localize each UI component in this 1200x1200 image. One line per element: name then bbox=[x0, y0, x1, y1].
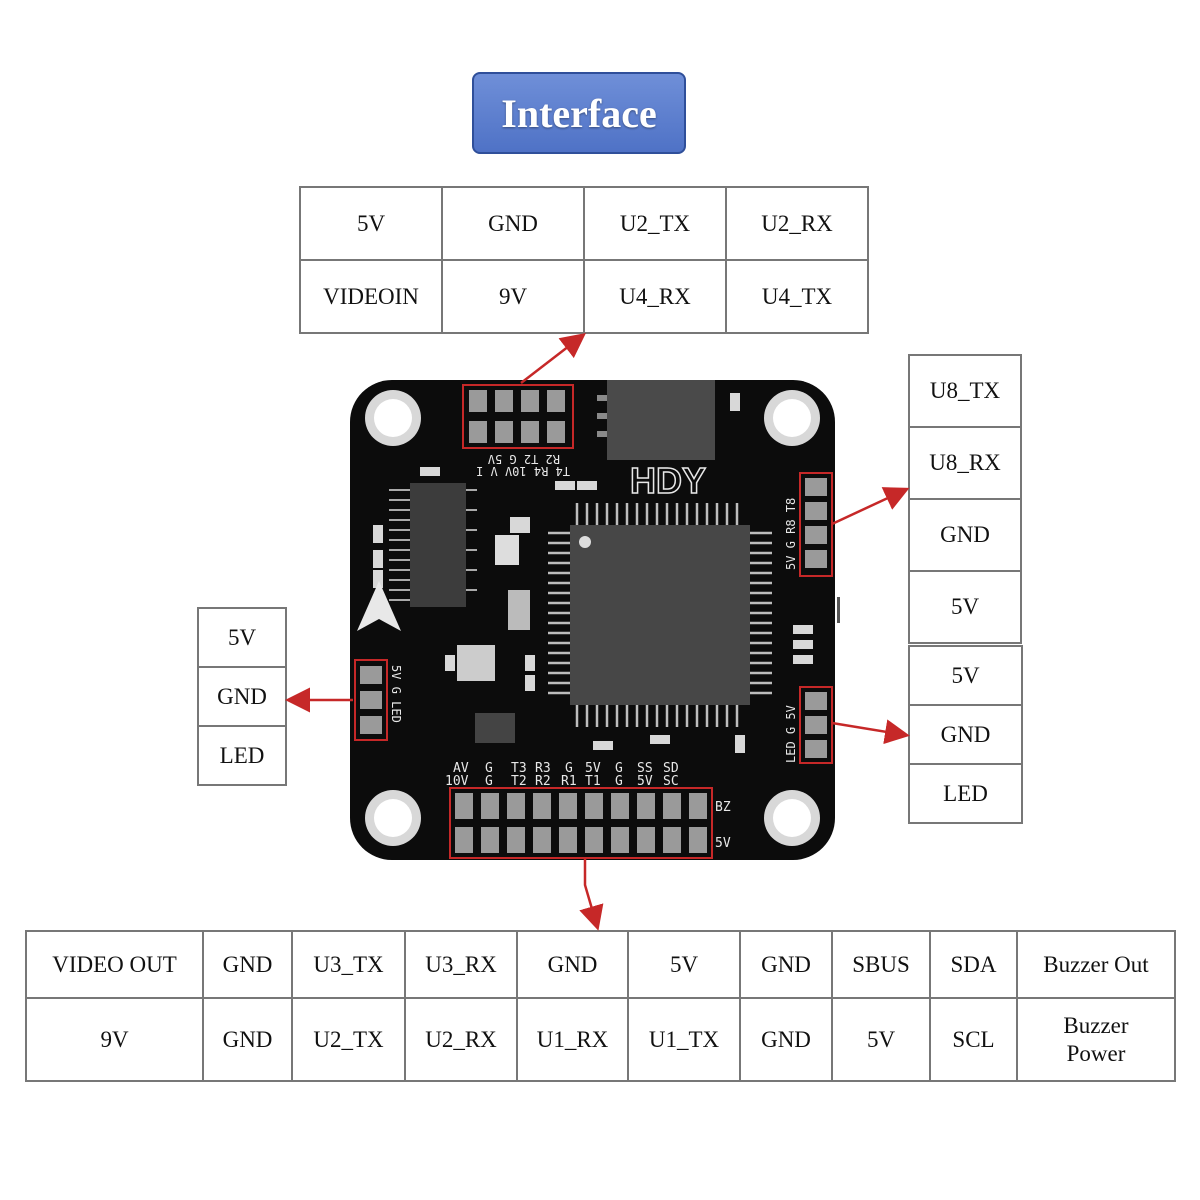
sensor-chip bbox=[475, 713, 515, 743]
pin-cell: GND bbox=[516, 930, 629, 999]
top-connector-table: 5V GND U2_TX U2_RX VIDEOIN 9V U4_RX U4_T… bbox=[299, 186, 869, 334]
pin-cell: U4_TX bbox=[725, 259, 869, 334]
bottom-pad-group bbox=[449, 787, 713, 859]
pin-cell: GND bbox=[908, 498, 1022, 572]
silk-text: G bbox=[485, 774, 493, 789]
pin-cell: LED bbox=[197, 725, 287, 786]
silk-text: 5V bbox=[637, 774, 653, 789]
silk-text: R2 bbox=[535, 774, 551, 789]
pin-cell: Buzzer Power bbox=[1016, 997, 1176, 1082]
silk-text: T1 bbox=[585, 774, 601, 789]
title-banner: Interface bbox=[472, 72, 686, 154]
pin-cell: U2_TX bbox=[583, 186, 727, 261]
pin-cell: GND bbox=[441, 186, 585, 261]
right-upper-pad-group bbox=[799, 472, 833, 577]
right-lower-connector-table: 5V GND LED bbox=[908, 645, 1023, 824]
5v-silk-label: 5V bbox=[715, 836, 731, 851]
arrow-bottom bbox=[579, 858, 604, 931]
pin-cell: 5V bbox=[197, 607, 287, 668]
pin-cell: GND bbox=[739, 997, 833, 1082]
pin-cell: GND bbox=[202, 997, 293, 1082]
pin-cell: GND bbox=[202, 930, 293, 999]
pin-cell: U3_RX bbox=[404, 930, 518, 999]
silk-text: G bbox=[565, 761, 573, 776]
silk-text: G bbox=[615, 761, 623, 776]
pin-cell: U2_RX bbox=[725, 186, 869, 261]
top-pad-group bbox=[462, 384, 574, 449]
silk-text: SD bbox=[663, 761, 679, 776]
silk-text: R3 bbox=[535, 761, 551, 776]
pin-cell: U4_RX bbox=[583, 259, 727, 334]
table-row: VIDEOIN 9V U4_RX U4_TX bbox=[299, 259, 869, 334]
pin-cell: SBUS bbox=[831, 930, 931, 999]
right-upper-connector-table: U8_TX U8_RX GND 5V bbox=[908, 354, 1022, 644]
pin-cell: U3_TX bbox=[291, 930, 406, 999]
boot-button bbox=[837, 597, 840, 623]
brand-logo: HDY bbox=[630, 460, 706, 501]
pin-cell: GND bbox=[908, 704, 1023, 765]
silk-text: G bbox=[615, 774, 623, 789]
pin-cell: 5V bbox=[908, 570, 1022, 644]
pin-cell: U2_RX bbox=[404, 997, 518, 1082]
pin-cell: U1_TX bbox=[627, 997, 741, 1082]
mcu-chip bbox=[548, 503, 772, 727]
pin-cell: SCL bbox=[929, 997, 1018, 1082]
silk-text: SC bbox=[663, 774, 679, 789]
top-silk-label: R2 T2 G 5V bbox=[488, 452, 560, 466]
right-silk-label: 5V G R8 T8 bbox=[784, 498, 798, 570]
silk-text: T2 bbox=[511, 774, 527, 789]
pin-cell: LED bbox=[908, 763, 1023, 824]
pin-cell: VIDEOIN bbox=[299, 259, 443, 334]
pin-cell: U8_TX bbox=[908, 354, 1022, 428]
table-row: VIDEO OUT GND U3_TX U3_RX GND 5V GND SBU… bbox=[25, 930, 1176, 999]
pin-cell: 5V bbox=[831, 997, 931, 1082]
silk-text: AV bbox=[453, 761, 469, 776]
pin-cell: U8_RX bbox=[908, 426, 1022, 500]
mounting-holes bbox=[365, 390, 820, 846]
bottom-connector-table: VIDEO OUT GND U3_TX U3_RX GND 5V GND SBU… bbox=[25, 930, 1176, 1082]
pin-cell: U2_TX bbox=[291, 997, 406, 1082]
bz-silk-label: BZ bbox=[715, 800, 731, 815]
title-text: Interface bbox=[501, 90, 657, 136]
pin-cell: 5V bbox=[627, 930, 741, 999]
orientation-arrow-icon bbox=[357, 581, 401, 631]
pin-cell: GND bbox=[197, 666, 287, 727]
pin-cell: 9V bbox=[441, 259, 585, 334]
silk-text: 10V bbox=[445, 774, 469, 789]
table-row: 9V GND U2_TX U2_RX U1_RX U1_TX GND 5V SC… bbox=[25, 997, 1176, 1082]
silk-text: T3 bbox=[511, 761, 527, 776]
bottom-silk-labels: AV G T3 R3 G 5V G SS SD 10V G T2 R2 R1 T… bbox=[445, 761, 679, 789]
pin-cell: 5V bbox=[299, 186, 443, 261]
pin-cell: U1_RX bbox=[516, 997, 629, 1082]
arrow-right-lower bbox=[831, 719, 910, 745]
smd-components bbox=[373, 393, 813, 753]
silk-text: SS bbox=[637, 761, 653, 776]
flight-controller-board: R2 T2 G 5V T4 R4 10V V I HDY bbox=[350, 380, 840, 860]
pin-cell: SDA bbox=[929, 930, 1018, 999]
silk-text: R1 bbox=[561, 774, 577, 789]
pin-cell: GND bbox=[739, 930, 833, 999]
table-row: 5V GND U2_TX U2_RX bbox=[299, 186, 869, 261]
pin-cell: Buzzer Out bbox=[1016, 930, 1176, 999]
left-pad-group bbox=[354, 659, 388, 741]
pin-cell: 5V bbox=[908, 645, 1023, 706]
left-connector-table: 5V GND LED bbox=[197, 607, 287, 786]
silk-text: 5V bbox=[585, 761, 601, 776]
left-silk-label: 5V G LED bbox=[389, 665, 403, 723]
regulator-chip bbox=[607, 380, 715, 460]
top-silk-label-2: T4 R4 10V V I bbox=[476, 464, 570, 478]
usb-ic bbox=[410, 483, 466, 607]
pin-cell: 9V bbox=[25, 997, 204, 1082]
arrow-right-upper bbox=[831, 487, 910, 526]
silk-text: G bbox=[485, 761, 493, 776]
pin-cell: VIDEO OUT bbox=[25, 930, 204, 999]
right-silk-label-2: LED G 5V bbox=[784, 705, 798, 763]
